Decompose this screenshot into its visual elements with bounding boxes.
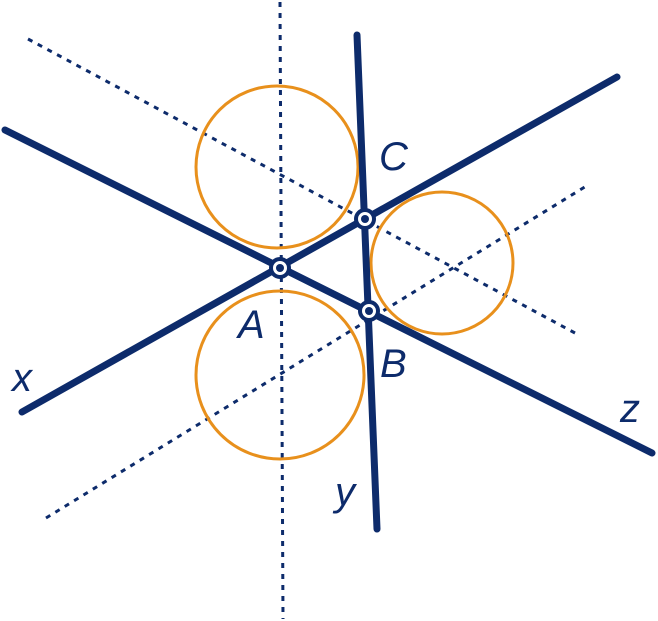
line-y (353, 31, 381, 533)
label-point-c: C (379, 135, 409, 179)
circle-lower (194, 289, 366, 461)
point-a-marker (269, 257, 291, 279)
label-point-a: A (236, 303, 265, 347)
solid-lines (1, 31, 656, 533)
circle-upper (194, 84, 360, 250)
label-line-x: x (10, 356, 34, 400)
intersection-points (269, 208, 380, 322)
point-c-marker (354, 208, 376, 230)
bisector-vertical (278, 1, 285, 620)
line-x (18, 73, 621, 416)
circles (194, 84, 515, 461)
bisector-descending (27, 37, 576, 335)
label-line-y: y (332, 470, 358, 514)
label-line-z: z (619, 387, 640, 431)
bisector-ascending (45, 183, 589, 520)
bisector-lines (27, 1, 589, 620)
line-z (1, 126, 656, 457)
circle-right (369, 190, 515, 336)
point-b-marker (358, 300, 380, 322)
labels: A B C x y z (10, 135, 640, 514)
label-point-b: B (380, 342, 407, 386)
